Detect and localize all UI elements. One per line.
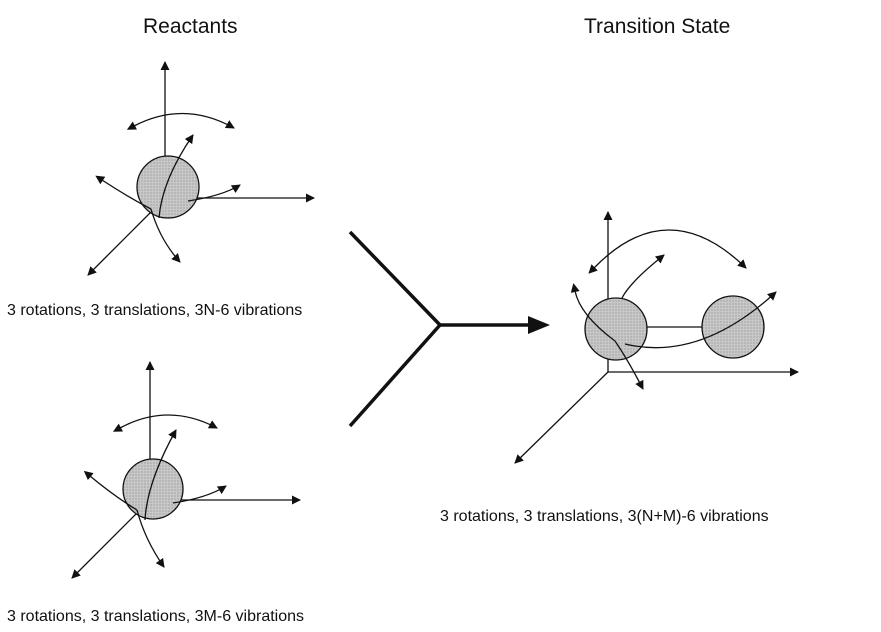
reactant-m-caption: 3 rotations, 3 translations, 3M-6 vibrat… — [7, 608, 305, 625]
reactants-title: Reactants — [143, 15, 238, 38]
transition-state-title: Transition State — [584, 15, 731, 38]
rotation-arrow — [624, 291, 777, 349]
molecule-sphere — [136, 155, 200, 219]
rotation-arrow — [136, 509, 165, 568]
rotation-arrow — [588, 229, 747, 274]
rotation-arrow — [95, 175, 152, 210]
rotation-arrow — [150, 208, 181, 263]
rotation-arrow — [621, 254, 665, 299]
reactant-n-caption: 3 rotations, 3 translations, 3N-6 vibrat… — [7, 302, 303, 319]
rotation-arrow — [112, 414, 218, 432]
rotation-arrow — [614, 340, 644, 390]
rotation-arrow — [570, 283, 616, 342]
molecule-sphere-n — [584, 297, 648, 361]
molecule-sphere-m — [701, 295, 765, 359]
rotation-arrow — [126, 112, 235, 130]
reactant-m-molecule — [71, 361, 301, 579]
transition-state-complex — [514, 211, 799, 464]
molecule-sphere — [122, 458, 184, 520]
rotation-arrow — [187, 184, 241, 202]
rotation-arrow — [83, 470, 138, 511]
rotation-arrow — [144, 429, 177, 521]
transition-state-caption: 3 rotations, 3 translations, 3(N+M)-6 vi… — [440, 508, 769, 525]
rotation-arrow — [158, 134, 194, 219]
rotation-arrow — [172, 485, 227, 504]
axis-y-arrow — [514, 371, 609, 464]
arrow-head — [528, 316, 550, 334]
combination-arrow — [348, 230, 550, 428]
reactant-n-molecule — [87, 61, 315, 276]
